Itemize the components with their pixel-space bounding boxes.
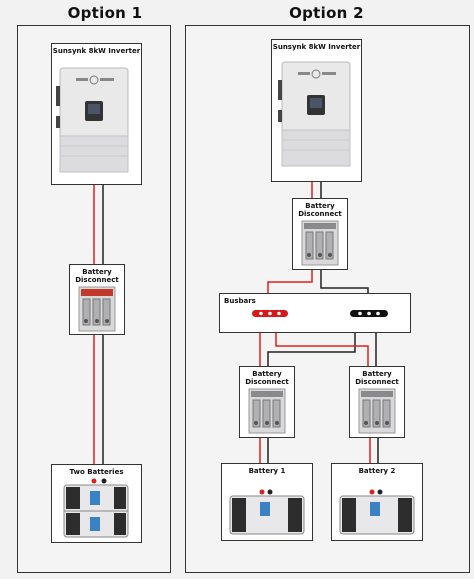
fuse-disconnect-icon <box>248 388 286 434</box>
opt2-disconnect2-box: Battery Disconnect <box>349 366 405 438</box>
opt2-battery1-box: Battery 1 <box>221 463 313 541</box>
opt1-batteries-box: Two Batteries <box>51 464 142 543</box>
option2-title: Option 2 <box>289 4 364 22</box>
fuse-disconnect-icon <box>78 286 116 332</box>
inverter-icon <box>56 67 129 173</box>
battery-icon <box>229 489 305 535</box>
battery-icon <box>63 478 129 538</box>
opt1-battery-disconnect-box: Battery Disconnect <box>69 264 125 335</box>
busbar-icon <box>252 310 388 317</box>
opt1-inverter-label: Sunsynk 8kW Inverter <box>52 47 141 55</box>
fuse-disconnect-icon <box>301 220 339 266</box>
battery-icon <box>339 489 415 535</box>
opt2-disconnect2-line2: Disconnect <box>355 378 399 386</box>
opt2-battery2-box: Battery 2 <box>331 463 423 541</box>
opt2-main-disconnect-box: Battery Disconnect <box>292 198 348 270</box>
opt1-disconnect-label-line1: Battery <box>82 268 112 276</box>
opt1-disconnect-label-line2: Disconnect <box>75 276 119 284</box>
opt2-disconnect1-line1: Battery <box>252 370 282 378</box>
inverter-icon <box>278 61 351 167</box>
busbars-label: Busbars <box>224 297 256 305</box>
fuse-disconnect-icon <box>358 388 396 434</box>
opt2-battery2-label: Battery 2 <box>358 467 396 475</box>
opt2-main-disconnect-line2: Disconnect <box>298 210 342 218</box>
opt2-inverter-label: Sunsynk 8kW Inverter <box>272 43 361 51</box>
opt2-battery1-label: Battery 1 <box>248 467 286 475</box>
opt2-inverter-box: Sunsynk 8kW Inverter <box>271 39 362 182</box>
opt2-disconnect2-line1: Battery <box>362 370 392 378</box>
opt2-disconnect1-line2: Disconnect <box>245 378 289 386</box>
opt1-inverter-box: Sunsynk 8kW Inverter <box>51 43 142 185</box>
opt2-disconnect1-box: Battery Disconnect <box>239 366 295 438</box>
option1-title: Option 1 <box>67 4 143 22</box>
opt1-batteries-label: Two Batteries <box>69 468 124 476</box>
opt2-busbars-box: Busbars <box>219 293 411 333</box>
opt2-main-disconnect-line1: Battery <box>305 202 335 210</box>
